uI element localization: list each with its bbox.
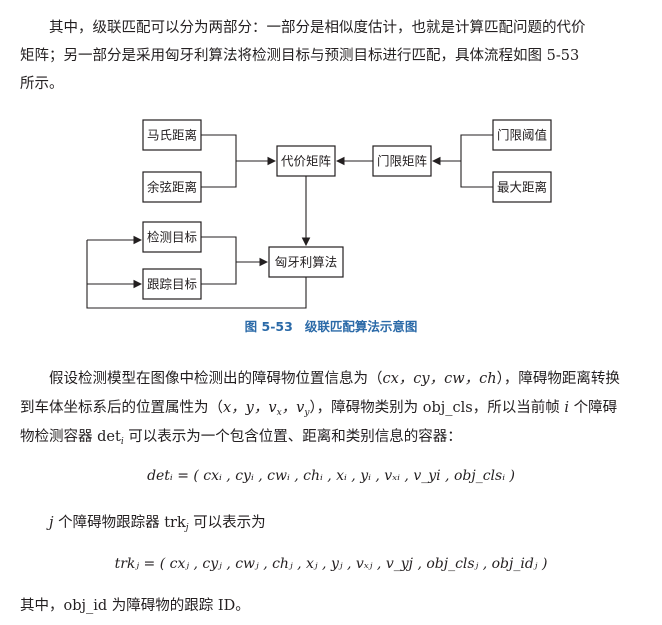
box-max-distance [492,171,552,203]
para2-line2-c: ），障碍物类别为 obj_cls，所以当前帧 [309,400,565,416]
label-detection: 检测目标 [147,230,197,245]
para2-math-i: i [564,400,570,416]
para2-line2-e: 个障碍 [569,400,618,416]
sub-x: x [276,408,282,418]
label-cosine: 余弦距离 [147,180,197,195]
label-gate-matrix: 门限矩阵 [377,154,428,169]
equation-det: detᵢ = ( cxᵢ , cyᵢ , cwᵢ , chᵢ , xᵢ , yᵢ… [147,468,515,484]
para1-line2: 矩阵；另一部分是采用匈牙利算法将检测目标与预测目标进行匹配，具体流程如图 5-5… [20,48,580,64]
para2-text-c: ），障碍物距离转换 [496,371,620,387]
para2-line2: 到车体坐标系后的位置属性为（x，y，vx，vy），障碍物类别为 obj_cls，… [20,393,644,428]
label-gate-threshold: 门限阈值 [497,128,547,143]
para1-line1-text: 其中，级联匹配可以分为两部分：一部分是相似度估计，也就是计算匹配问题的代价 [49,20,586,36]
sub-j: j [185,523,189,533]
para2-line1: 假设检测模型在图像中检测出的障碍物位置信息为（cx，cy，cw，ch），障碍物距… [20,364,644,394]
box-gate-matrix [372,145,432,177]
para3-text-b: 个障碍物跟踪器 trk [53,515,186,531]
box-hungarian [268,246,344,278]
paragraph-tracker: j 个障碍物跟踪器 trkj 可以表示为 [20,508,644,543]
sub-y: y [304,408,310,418]
label-tracking: 跟踪目标 [147,277,197,292]
para2-line3-b: 可以表示为一个包含位置、距离和类别信息的容器： [123,429,462,445]
figure-title: 级联匹配算法示意图 [304,319,418,334]
para2-math-bbox: cx，cy，cw，ch [382,371,497,387]
para2-text-a: 假设检测模型在图像中检测出的障碍物位置信息为（ [49,371,383,387]
label-cost-matrix: 代价矩阵 [281,154,332,169]
label-mahalanobis: 马氏距离 [147,128,197,143]
figure-caption: 图 5-53 级联匹配算法示意图 [0,316,662,335]
comma-v: ，v [281,400,305,416]
box-detection [142,221,202,253]
equation-trk: trkⱼ = ( cxⱼ , cyⱼ , cwⱼ , chⱼ , xⱼ , yⱼ… [114,556,548,572]
para3-math-j: j [49,515,54,531]
diagram-connectors [86,134,493,309]
label-hungarian: 匈牙利算法 [275,255,338,270]
para3-text-c: 可以表示为 [188,515,266,531]
para2-line2-a: 到车体坐标系后的位置属性为（ [20,400,223,416]
sub-i: i [120,437,124,447]
paragraph-objid: 其中，obj_id 为障碍物的跟踪 ID。 [20,598,250,614]
label-max-distance: 最大距离 [497,180,547,195]
para1-line3: 所示。 [20,76,64,92]
box-gate-threshold [492,119,552,151]
figure-number: 图 5-53 [244,319,293,334]
para1-line1: 其中，级联匹配可以分为两部分：一部分是相似度估计，也就是计算匹配问题的代价 [20,13,644,43]
para2-math-pos: x，y，v [223,400,277,416]
para2-line3: 物检测容器 deti 可以表示为一个包含位置、距离和类别信息的容器： [20,422,644,457]
para2-line3-a: 物检测容器 det [20,429,121,445]
box-cost-matrix [276,145,336,177]
cascade-matching-diagram: 马氏距离 余弦距离 代价矩阵 门限矩阵 门限阈值 最大距离 检测目标 跟踪目标 … [86,119,552,309]
